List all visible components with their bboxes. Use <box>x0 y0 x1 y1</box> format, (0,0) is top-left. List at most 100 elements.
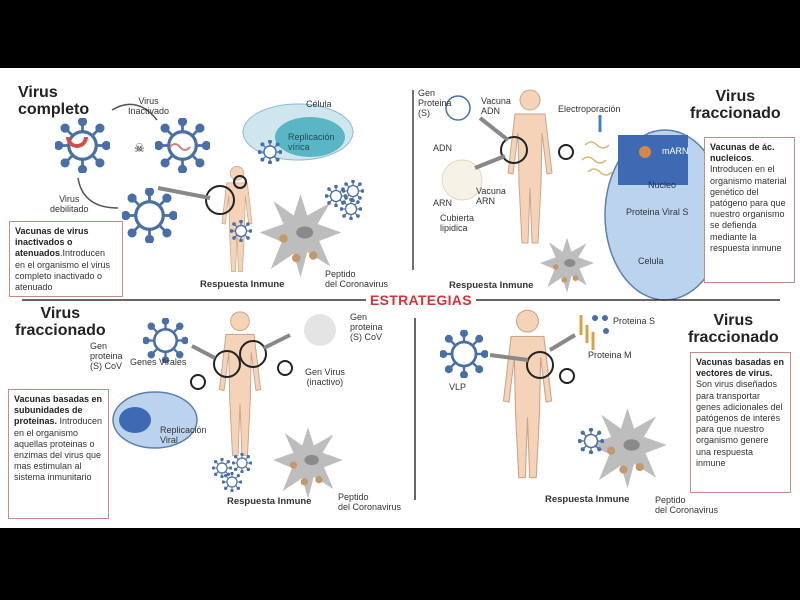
protein-s-label: Proteina S <box>613 316 656 326</box>
box-heading: Vacunas de ác. nucleicos <box>710 142 775 164</box>
label-line: Vacuna <box>481 96 511 106</box>
label-line: Inactivado <box>128 106 170 116</box>
label-line: Peptido <box>338 492 369 502</box>
magnifier-icon <box>277 360 293 376</box>
syringe-icon <box>157 186 211 200</box>
q4-description-box: Vacunas basadas en vectores de virus. So… <box>690 352 791 493</box>
label-line: Peptido <box>655 495 686 505</box>
protein-m-icon <box>579 315 595 350</box>
label-line: (inactivo) <box>306 377 344 387</box>
virus-icon <box>258 140 282 164</box>
label-line: Replicación <box>288 132 335 142</box>
strategies-heading: ESTRATEGIAS <box>366 292 476 308</box>
injection-site-circle <box>205 185 235 215</box>
label-line: (S) CoV <box>350 332 383 342</box>
title-line: Virus <box>40 305 81 322</box>
viral-genes-label: Genes Virales <box>130 357 187 367</box>
box-heading: Vacunas de virus inactivados o atenuados <box>15 226 89 259</box>
title-line: completo <box>18 101 90 118</box>
dendritic-cell-icon <box>273 427 343 499</box>
virus-icon <box>340 198 362 220</box>
protein-m-label: Proteina M <box>588 350 632 360</box>
syringe-icon <box>548 333 577 352</box>
inactivated-virus-icon <box>155 118 210 173</box>
human-body-icon <box>507 89 553 244</box>
q1-description-box: Vacunas de virus inactivados o atenuados… <box>9 221 123 297</box>
label-line: Virus <box>59 194 80 204</box>
immune-response-label: Respuesta Inmune <box>227 496 312 507</box>
box-text: .Introducen en el organismo el virus com… <box>15 248 111 293</box>
nucleus-shape <box>119 407 151 433</box>
label-line: ADN <box>481 106 501 116</box>
nucleus-label: Nucleo <box>648 180 677 190</box>
virus-icon <box>342 180 364 202</box>
title-line: fraccionado <box>15 322 106 339</box>
box-text: . Introducen en el organismo material ge… <box>710 153 787 253</box>
label-line: (S) CoV <box>90 361 123 371</box>
syringe-icon <box>478 116 510 142</box>
viral-protein-label: Proteina Viral S <box>626 207 689 217</box>
label-line: debilitado <box>50 204 89 214</box>
syringe-icon <box>263 333 291 350</box>
virus-icon <box>230 220 252 242</box>
title-line: Virus <box>713 312 754 329</box>
human-body-icon <box>221 165 253 273</box>
title-line: fraccionado <box>690 105 781 122</box>
nucleus-shape <box>618 135 688 185</box>
dendritic-cell-icon <box>539 237 595 293</box>
q3-description-box: Vacunas basadas en subunidades de protei… <box>8 389 109 519</box>
title-line: Virus <box>715 88 756 105</box>
skull-icon: ☠ <box>134 141 145 155</box>
arrow-icon <box>77 177 119 209</box>
label-line: Cubierta <box>440 213 475 223</box>
vlp-label: VLP <box>449 382 467 392</box>
box-text: Introducen en el organismo aquellas prot… <box>14 416 103 483</box>
magnifier-icon <box>190 374 206 390</box>
virus-icon <box>222 472 242 492</box>
injection-site-circle <box>213 350 241 378</box>
label-line: Gen <box>90 341 108 351</box>
label-line: Virus <box>138 96 159 106</box>
label-line: (S) <box>418 108 430 118</box>
title-line: fraccionado <box>688 329 779 346</box>
electroporation-label: Electroporación <box>558 104 621 114</box>
rna-label: ARN <box>433 198 453 208</box>
label-line: Viral <box>160 435 178 445</box>
box-text: Son virus diseñados para transportar gen… <box>696 379 783 468</box>
weakened-virus-icon <box>122 188 177 243</box>
label-line: Gen Virus <box>305 367 345 377</box>
title-line: Virus <box>18 84 58 101</box>
magnifier-icon <box>559 368 575 384</box>
dna-label: ADN <box>433 143 453 153</box>
immune-response-label: Respuesta Inmune <box>545 494 630 505</box>
virus-icon <box>232 453 252 473</box>
mrna-label: mARN <box>662 146 689 156</box>
label-line: Peptido <box>325 269 356 279</box>
rna-icon <box>169 143 191 151</box>
syringe-icon <box>474 154 506 170</box>
cell-label: Celula <box>638 256 664 266</box>
label-line: vírica <box>288 142 310 152</box>
label-line: proteina <box>350 322 383 332</box>
label-line: ARN <box>476 196 496 206</box>
label-line: Proteina <box>418 98 452 108</box>
arrow-icon <box>111 103 158 121</box>
label-line: del Coronavirus <box>325 279 389 289</box>
box-heading: Vacunas basadas en subunidades de protei… <box>14 394 103 427</box>
label-line: Gen <box>350 312 368 322</box>
label-line: Gen <box>418 88 436 98</box>
dendritic-cell-icon <box>259 194 342 278</box>
